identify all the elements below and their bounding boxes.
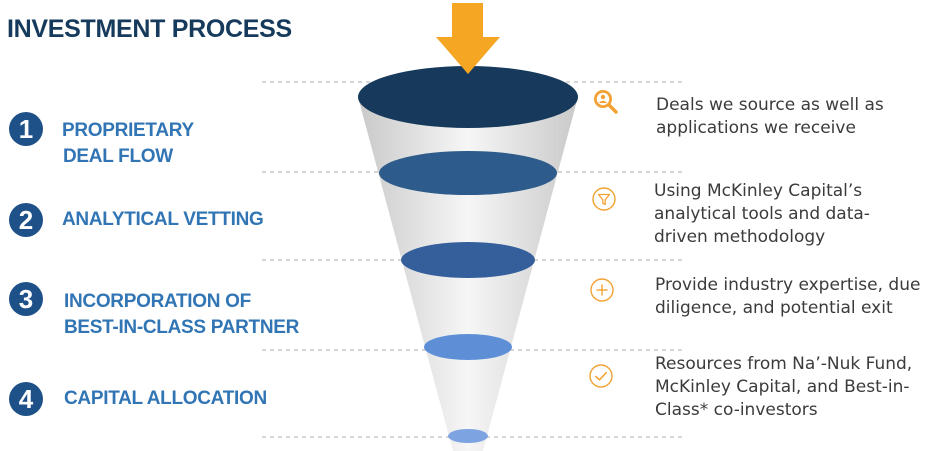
step-1-badge: 1 — [9, 112, 43, 146]
description-4-line-3: Class* co-investors — [655, 400, 818, 420]
funnel-stage-2 — [379, 151, 557, 195]
step-4-badge: 4 — [9, 382, 43, 416]
description-4-line-1: Resources from Na’-Nuk Fund, — [655, 354, 913, 374]
step-2-label-line-1: ANALYTICAL VETTING — [62, 209, 264, 230]
step-2-label: ANALYTICAL VETTING — [62, 207, 264, 233]
description-1-line-2: applications we receive — [656, 118, 856, 138]
step-1-label-line-2: DEAL FLOW — [63, 146, 173, 167]
description-4: Resources from Na’-Nuk Fund, McKinley Ca… — [655, 353, 912, 422]
check-circle-icon — [589, 364, 613, 388]
description-4-line-2: McKinley Capital, and Best-in- — [655, 377, 910, 397]
page-title: INVESTMENT PROCESS — [7, 15, 292, 43]
down-arrow-icon — [436, 3, 500, 74]
description-3-line-2: diligence, and potential exit — [655, 298, 893, 318]
funnel-stage-3 — [401, 242, 535, 278]
search-person-icon — [594, 90, 618, 114]
step-4-label: CAPITAL ALLOCATION — [64, 386, 267, 412]
filter-icon — [592, 187, 616, 211]
description-2-line-2: analytical tools and data- — [654, 204, 870, 224]
step-3-label-line-1: INCORPORATION OF — [64, 291, 251, 312]
step-1-label-line-1: PROPRIETARY — [62, 120, 194, 141]
funnel-stage-5 — [448, 429, 488, 443]
description-2-line-3: driven methodology — [654, 227, 826, 247]
step-1-label: PROPRIETARY DEAL FLOW — [62, 118, 194, 170]
funnel-stage-1 — [358, 66, 578, 128]
funnel-stage-4 — [424, 334, 512, 360]
description-1-line-1: Deals we source as well as — [656, 95, 884, 115]
step-3-label: INCORPORATION OF BEST-IN-CLASS PARTNER — [64, 289, 299, 341]
description-3: Provide industry expertise, due diligenc… — [655, 274, 920, 320]
description-2-line-1: Using McKinley Capital’s — [654, 181, 863, 201]
step-4-label-line-1: CAPITAL ALLOCATION — [64, 388, 267, 409]
description-2: Using McKinley Capital’s analytical tool… — [654, 180, 870, 249]
description-3-line-1: Provide industry expertise, due — [655, 275, 921, 295]
plus-circle-icon — [590, 278, 614, 302]
step-3-label-line-2: BEST-IN-CLASS PARTNER — [64, 317, 300, 338]
description-1: Deals we source as well as applications … — [656, 94, 884, 140]
step-2-badge: 2 — [9, 203, 43, 237]
step-3-badge: 3 — [9, 282, 43, 316]
